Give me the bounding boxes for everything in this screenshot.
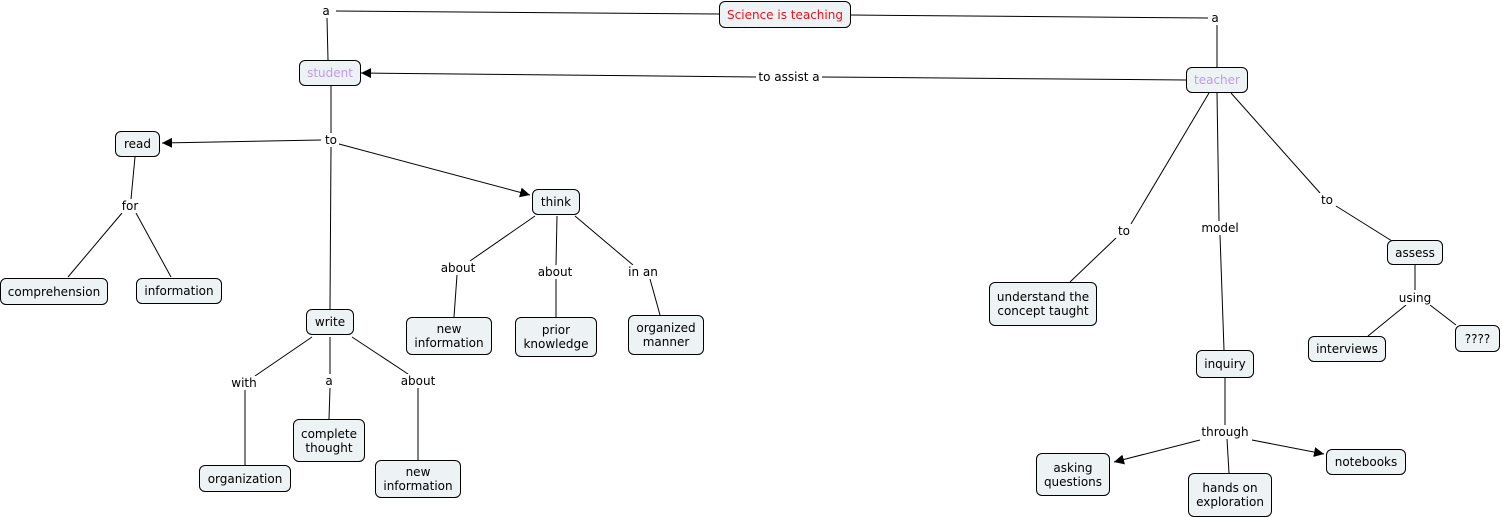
student-node[interactable]: student [299, 60, 361, 86]
link-label-to-assist-a: to assist a [756, 70, 822, 84]
assess-node[interactable]: assess [1387, 240, 1443, 265]
hands-on-exploration-node[interactable]: hands on exploration [1188, 473, 1272, 517]
link-label-a-right: a [1209, 11, 1221, 25]
link-label-with: with [229, 376, 259, 390]
link-label-for: for [119, 199, 141, 213]
understand-concept-node[interactable]: understand the concept taught [989, 282, 1097, 326]
think-new-information-node[interactable]: new information [406, 317, 492, 355]
link-label-to: to [1318, 193, 1336, 207]
inquiry-node[interactable]: inquiry [1196, 350, 1254, 378]
link-label-about: about [535, 265, 575, 279]
unknown-node[interactable]: ???? [1455, 325, 1500, 352]
link-label-using: using [1396, 291, 1434, 305]
interviews-node[interactable]: interviews [1308, 336, 1386, 362]
teacher-node[interactable]: teacher [1186, 67, 1248, 93]
write-node[interactable]: write [306, 309, 354, 335]
link-label-to: to [1115, 224, 1133, 238]
link-label-through: through [1199, 425, 1251, 439]
notebooks-node[interactable]: notebooks [1326, 449, 1406, 475]
link-label-about: about [438, 261, 478, 275]
write-new-information-node[interactable]: new information [375, 460, 461, 498]
asking-questions-node[interactable]: asking questions [1036, 453, 1110, 496]
information-node[interactable]: information [136, 278, 222, 304]
comprehension-node[interactable]: comprehension [0, 278, 108, 305]
link-label-in-an: in an [626, 265, 660, 279]
link-label-model: model [1199, 221, 1241, 235]
link-label-a: a [323, 374, 335, 388]
link-label-a-left: a [320, 4, 332, 18]
organization-node[interactable]: organization [199, 465, 291, 492]
prior-knowledge-node[interactable]: prior knowledge [515, 317, 597, 357]
link-label-about: about [398, 374, 438, 388]
root-concept-node[interactable]: Science is teaching [719, 1, 851, 28]
read-node[interactable]: read [115, 131, 160, 157]
think-node[interactable]: think [532, 189, 580, 215]
complete-thought-node[interactable]: complete thought [293, 419, 365, 462]
organized-manner-node[interactable]: organized manner [628, 315, 704, 355]
link-label-to: to [322, 133, 340, 147]
